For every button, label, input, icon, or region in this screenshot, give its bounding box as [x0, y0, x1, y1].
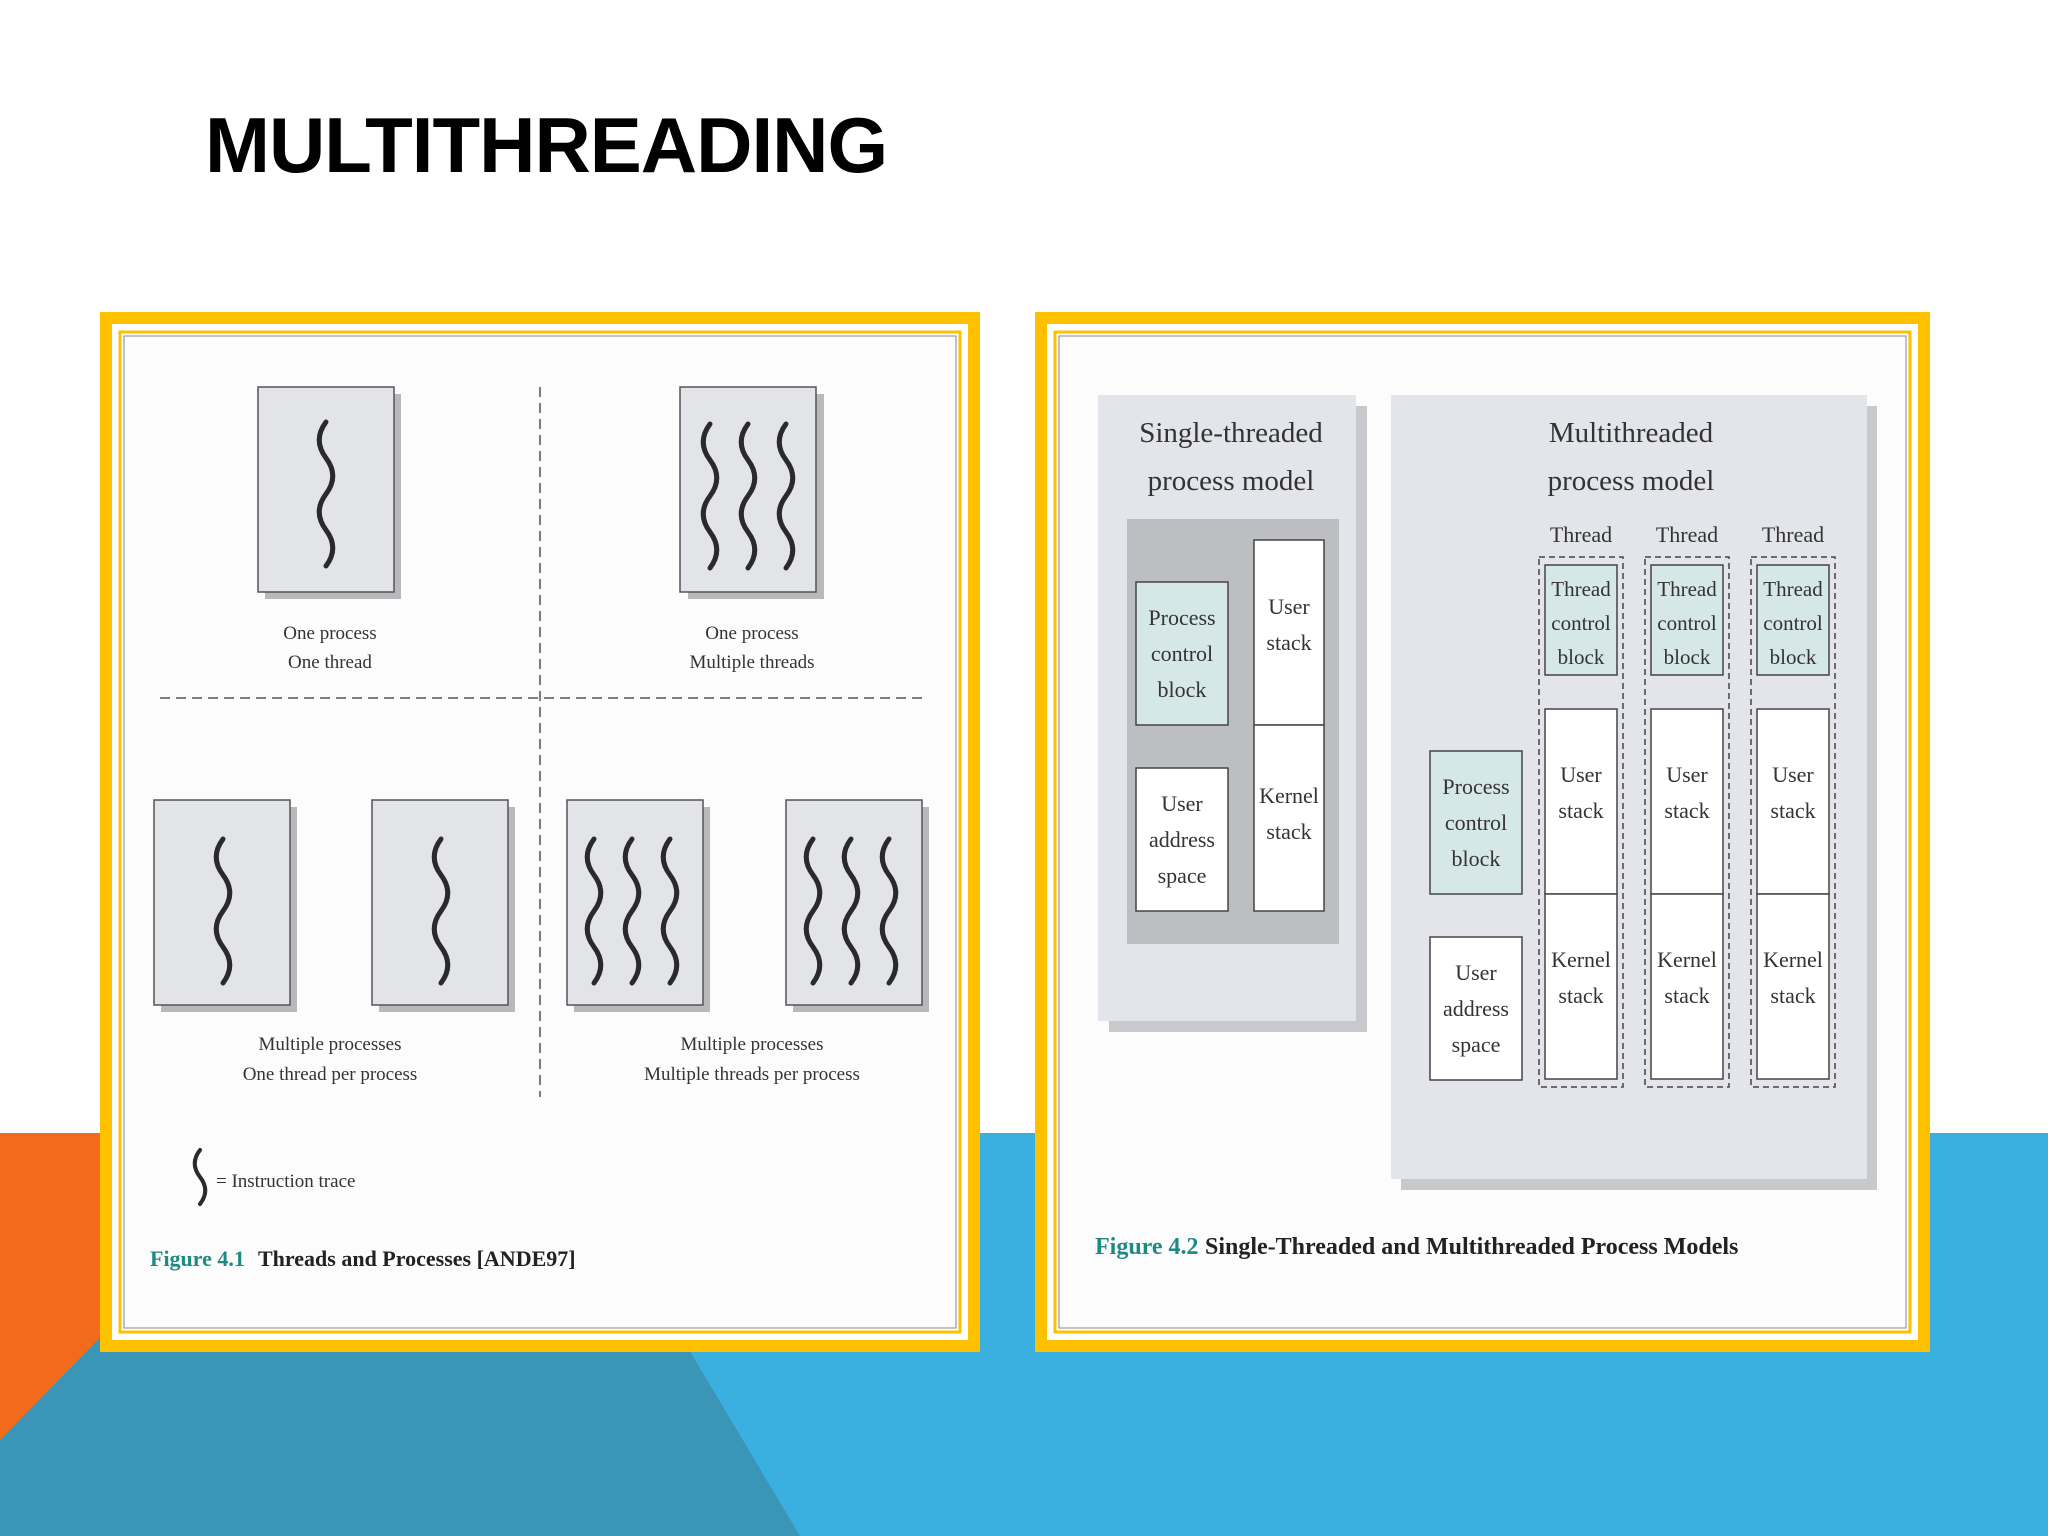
user-address-space — [1135, 767, 1229, 912]
process-box-multi-thread — [785, 799, 929, 1012]
quadrant-label: One thread — [288, 652, 372, 673]
thread-column: Thread Thread control block User stack K… — [1538, 522, 1624, 1088]
box-label: block — [1158, 677, 1207, 702]
multithreaded-panel: Multithreaded process model Process cont… — [1391, 395, 1877, 1190]
box-label: Process — [1148, 605, 1215, 630]
user-stack — [1544, 708, 1618, 895]
box-label: space — [1158, 863, 1207, 888]
box-label: address — [1443, 996, 1509, 1021]
box-label: block — [1558, 645, 1605, 669]
box-label: Kernel — [1259, 783, 1319, 808]
process-box-one-thread — [257, 386, 401, 599]
process-control-block — [1135, 581, 1229, 726]
box-label: User — [1560, 762, 1602, 787]
panel-title: Single-threaded — [1139, 417, 1323, 449]
thread-control-block — [1650, 564, 1724, 676]
box-label: stack — [1266, 630, 1311, 655]
thread-label: Thread — [1762, 522, 1824, 547]
figure-caption: Threads and Processes [ANDE97] — [258, 1246, 576, 1271]
box-label: User — [1161, 791, 1203, 816]
box-label: block — [1452, 846, 1501, 871]
box-label: stack — [1558, 983, 1603, 1008]
quadrant-label: Multiple processes — [258, 1034, 401, 1055]
figure-threads-processes: One process One thread One process Multi… — [100, 312, 980, 1352]
kernel-stack — [1544, 893, 1618, 1080]
figure-caption: Single-Threaded and Multithreaded Proces… — [1205, 1234, 1738, 1260]
thread-column: Thread Thread control block User stack K… — [1644, 522, 1730, 1088]
box-label: stack — [1770, 798, 1815, 823]
box-label: Kernel — [1551, 947, 1611, 972]
process-control-block — [1429, 750, 1523, 895]
figure-number: Figure 4.2 — [1095, 1234, 1199, 1260]
process-box-one-thread — [371, 799, 515, 1012]
process-box-multi-thread — [679, 386, 824, 599]
box-label: Thread — [1551, 577, 1611, 601]
process-box-one-thread — [153, 799, 297, 1012]
box-label: control — [1445, 810, 1507, 835]
box-label: stack — [1266, 819, 1311, 844]
box-label: block — [1770, 645, 1817, 669]
legend-text: = Instruction trace — [216, 1171, 355, 1192]
box-label: control — [1657, 611, 1717, 635]
panel-title: Multithreaded — [1549, 417, 1714, 449]
box-label: space — [1452, 1032, 1501, 1057]
user-stack — [1253, 539, 1325, 726]
quadrant-label: One process — [283, 623, 376, 644]
user-stack — [1650, 708, 1724, 895]
box-label: Kernel — [1763, 947, 1823, 972]
thread-label: Thread — [1550, 522, 1612, 547]
box-label: stack — [1664, 798, 1709, 823]
box-label: Thread — [1657, 577, 1717, 601]
slide-title: MULTITHREADING — [205, 101, 888, 189]
thread-control-block — [1756, 564, 1830, 676]
figure-process-models: Single-threaded process model Process co… — [1035, 312, 1930, 1352]
thread-column: Thread Thread control block User stack K… — [1750, 522, 1836, 1088]
figure-number: Figure 4.1 — [150, 1246, 245, 1271]
panel-title: process model — [1148, 465, 1315, 497]
user-stack — [1756, 708, 1830, 895]
box-label: Kernel — [1657, 947, 1717, 972]
single-threaded-panel: Single-threaded process model Process co… — [1098, 395, 1367, 1032]
box-label: control — [1151, 641, 1213, 666]
box-label: User — [1268, 594, 1310, 619]
kernel-stack — [1650, 893, 1724, 1080]
box-label: control — [1551, 611, 1611, 635]
thread-label: Thread — [1656, 522, 1718, 547]
box-label: Thread — [1763, 577, 1823, 601]
box-label: stack — [1558, 798, 1603, 823]
quadrant-label: Multiple threads — [689, 652, 814, 673]
kernel-stack — [1756, 893, 1830, 1080]
box-label: stack — [1664, 983, 1709, 1008]
process-box-multi-thread — [566, 799, 710, 1012]
box-label: control — [1763, 611, 1823, 635]
box-label: User — [1666, 762, 1708, 787]
box-label: stack — [1770, 983, 1815, 1008]
user-address-space — [1429, 936, 1523, 1081]
thread-control-block — [1544, 564, 1618, 676]
panel-title: process model — [1548, 465, 1715, 497]
quadrant-label: Multiple processes — [680, 1034, 823, 1055]
box-label: Process — [1442, 774, 1509, 799]
box-label: address — [1149, 827, 1215, 852]
box-label: block — [1664, 645, 1711, 669]
quadrant-label: Multiple threads per process — [644, 1064, 860, 1085]
box-label: User — [1455, 960, 1497, 985]
kernel-stack — [1253, 724, 1325, 912]
quadrant-label: One thread per process — [243, 1064, 418, 1085]
box-label: User — [1772, 762, 1814, 787]
quadrant-label: One process — [705, 623, 798, 644]
